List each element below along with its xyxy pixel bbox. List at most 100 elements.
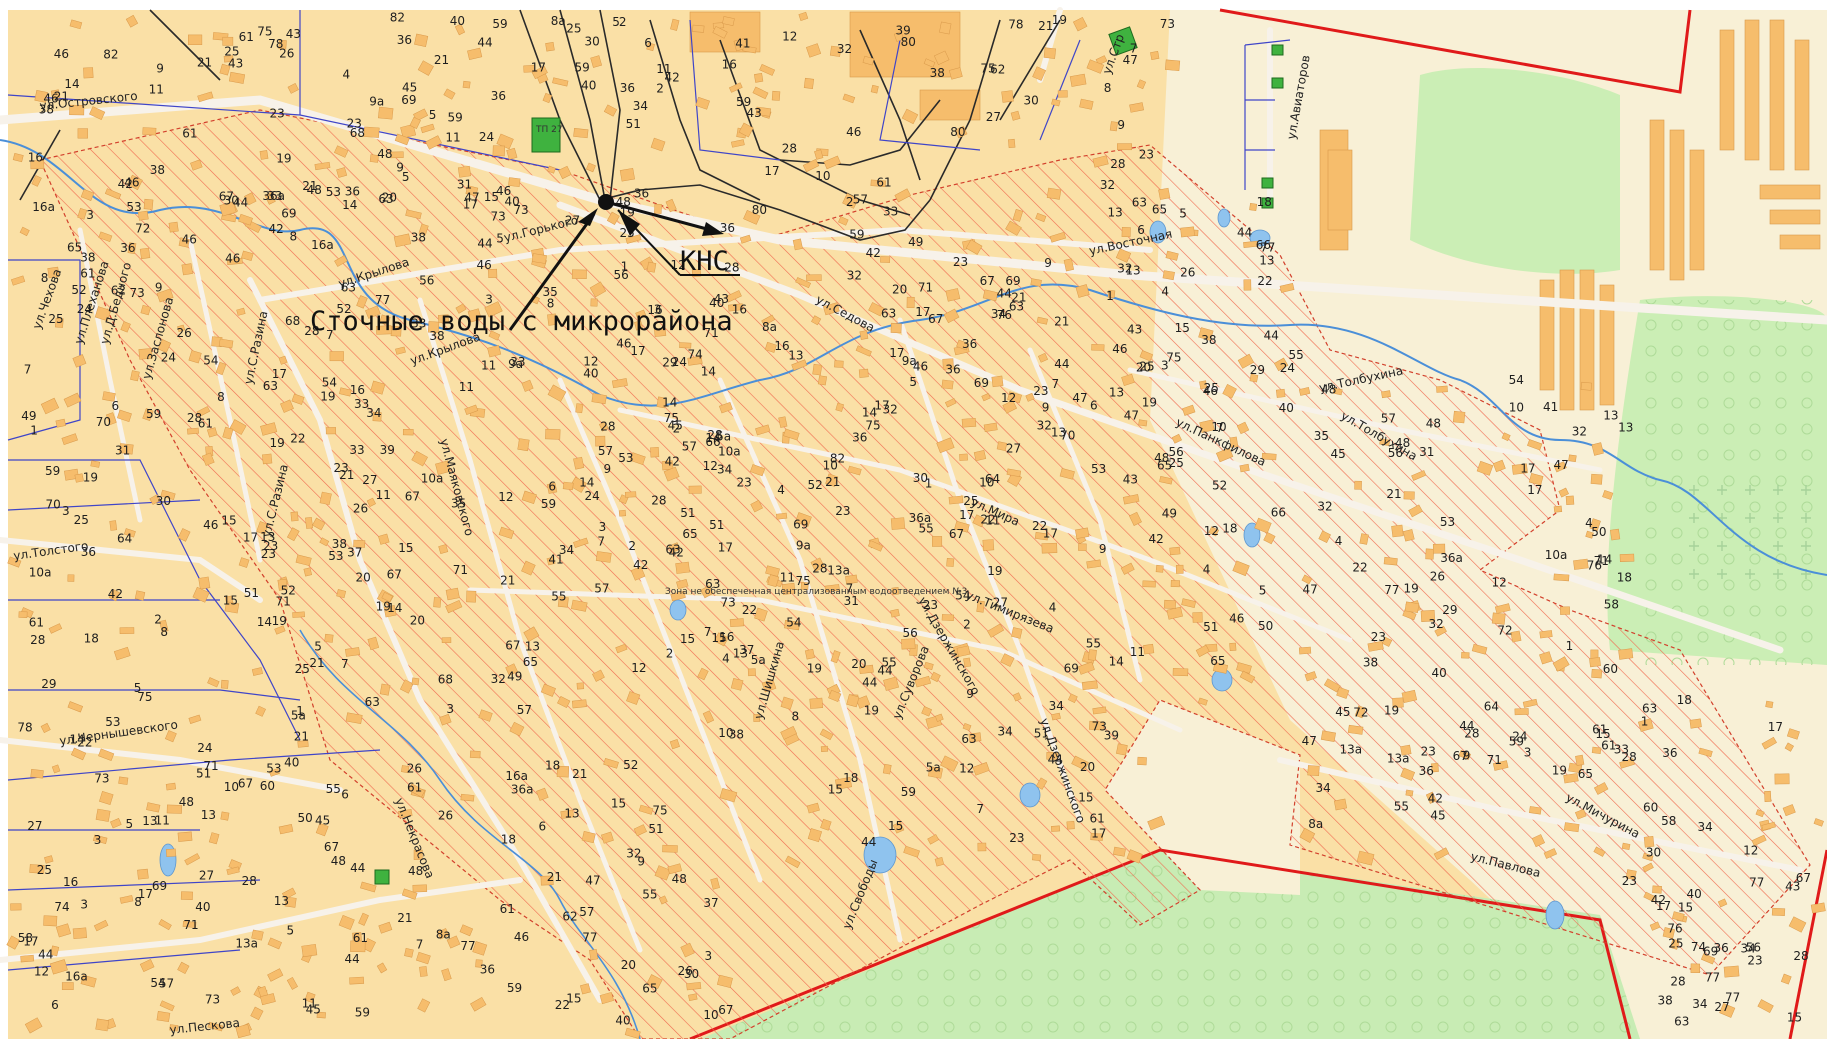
house-footprint bbox=[1159, 476, 1173, 485]
house-footprint bbox=[972, 762, 990, 776]
house-number: 32 bbox=[1317, 499, 1332, 513]
house-number: 13 bbox=[274, 894, 289, 908]
house-number: 22 bbox=[77, 735, 92, 749]
house-footprint bbox=[1236, 421, 1250, 435]
house-number: 9 bbox=[396, 160, 404, 174]
house-number: 3 bbox=[62, 504, 70, 518]
house-number: 16 bbox=[647, 303, 662, 317]
house-footprint bbox=[592, 669, 605, 682]
house-number: 28 bbox=[1464, 727, 1479, 741]
house-footprint bbox=[277, 578, 288, 591]
house-footprint bbox=[794, 512, 812, 527]
house-footprint bbox=[540, 875, 554, 886]
house-number: 67 bbox=[219, 189, 234, 203]
house-footprint bbox=[138, 348, 153, 360]
house-number: 9а bbox=[902, 354, 917, 368]
house-footprint bbox=[1032, 66, 1047, 81]
house-number: 17 bbox=[1527, 483, 1542, 497]
house-footprint bbox=[478, 709, 493, 722]
substations[interactable] bbox=[374, 26, 1284, 885]
house-number: 45 bbox=[668, 419, 683, 433]
house-footprint bbox=[401, 888, 418, 900]
house-number: 59 bbox=[575, 61, 590, 75]
house-number: 25 bbox=[1169, 456, 1184, 470]
house-footprint bbox=[1078, 543, 1087, 551]
house-footprint bbox=[383, 605, 397, 618]
house-footprint bbox=[268, 768, 280, 777]
house-number: 67 bbox=[949, 527, 964, 541]
pump-station-label: КНС bbox=[680, 246, 729, 277]
house-footprint bbox=[661, 460, 674, 471]
house-footprint bbox=[413, 849, 423, 860]
house-footprint bbox=[738, 122, 754, 138]
house-number: 9а bbox=[369, 94, 384, 108]
house-footprint bbox=[1589, 518, 1601, 531]
house-number: 31 bbox=[457, 178, 472, 192]
house-footprint bbox=[809, 697, 824, 709]
house-number: 17 bbox=[915, 305, 930, 319]
house-footprint bbox=[264, 191, 276, 205]
house-footprint bbox=[177, 528, 191, 542]
house-number: 44 bbox=[477, 36, 492, 50]
green-zone-east-1 bbox=[1410, 67, 1620, 274]
house-number: 63 bbox=[961, 732, 976, 746]
house-footprint bbox=[1585, 530, 1594, 539]
house-footprint bbox=[123, 528, 136, 538]
house-number: 59 bbox=[901, 785, 916, 799]
house-footprint bbox=[1046, 752, 1059, 760]
house-number: 9 bbox=[1044, 256, 1052, 270]
house-footprint bbox=[1590, 473, 1603, 485]
house-number: 48 bbox=[1154, 451, 1169, 465]
house-footprint bbox=[1575, 754, 1585, 766]
house-number: 71 bbox=[453, 563, 468, 577]
house-number: 29 bbox=[1442, 603, 1457, 617]
unsewered-zone-3[interactable] bbox=[39, 109, 1811, 1039]
house-number: 7 bbox=[24, 363, 32, 377]
house-number: 61 bbox=[1592, 723, 1607, 737]
house-number: 36 bbox=[397, 33, 412, 47]
pump-station-annotation[interactable] bbox=[508, 194, 740, 331]
house-number: 63 bbox=[1674, 1015, 1689, 1029]
house-footprint bbox=[1051, 98, 1061, 107]
house-number: 69 bbox=[401, 93, 416, 107]
house-footprint bbox=[441, 968, 452, 982]
house-number: 49 bbox=[21, 409, 36, 423]
house-number: 12 bbox=[959, 762, 974, 776]
house-number: 77 bbox=[460, 939, 475, 953]
house-footprint bbox=[222, 36, 234, 46]
house-footprint bbox=[1568, 454, 1577, 462]
house-number: 57 bbox=[682, 440, 697, 454]
house-footprint bbox=[192, 586, 210, 603]
house-footprint bbox=[823, 155, 841, 170]
house-footprint bbox=[208, 832, 220, 845]
house-number: 65 bbox=[523, 655, 538, 669]
house-number: 5 bbox=[287, 924, 295, 938]
house-number: 15 bbox=[680, 632, 695, 646]
house-footprint bbox=[398, 808, 413, 818]
house-number: 11 bbox=[656, 62, 671, 76]
house-footprint bbox=[50, 945, 60, 957]
house-footprint bbox=[778, 416, 788, 428]
house-footprint bbox=[281, 887, 297, 900]
house-number: 63 bbox=[665, 542, 680, 556]
house-footprint bbox=[1510, 630, 1522, 643]
house-footprint bbox=[336, 167, 348, 178]
house-footprint bbox=[230, 986, 241, 996]
house-footprint bbox=[118, 776, 129, 785]
house-footprint bbox=[585, 162, 596, 173]
house-footprint bbox=[465, 185, 479, 197]
house-number: 17 bbox=[272, 367, 287, 381]
house-number: 75 bbox=[664, 411, 679, 425]
house-number: 50 bbox=[1258, 619, 1273, 633]
house-footprint bbox=[1057, 90, 1068, 98]
house-footprint bbox=[855, 695, 871, 709]
house-number: 82 bbox=[390, 11, 405, 25]
house-footprint bbox=[77, 207, 88, 220]
house-footprint bbox=[356, 295, 368, 309]
house-number: 17 bbox=[1043, 527, 1058, 541]
house-number: 8а bbox=[551, 14, 566, 28]
house-footprint bbox=[24, 1017, 43, 1034]
house-number: 47 bbox=[464, 191, 479, 205]
